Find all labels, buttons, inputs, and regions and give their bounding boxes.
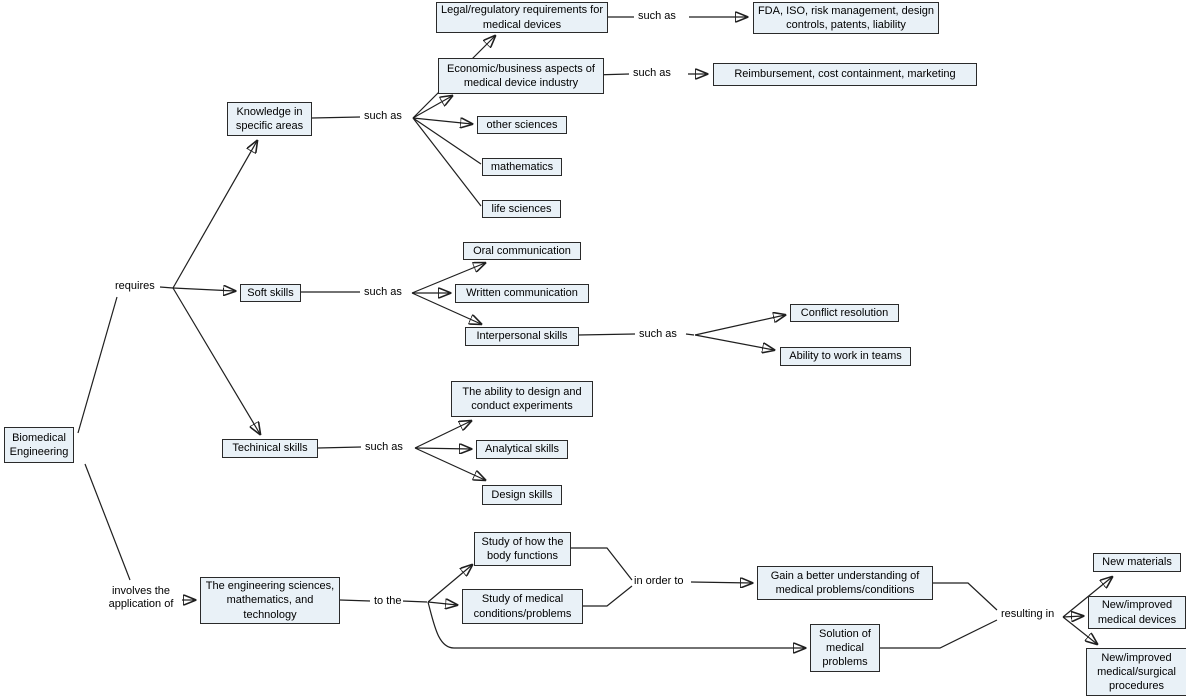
node-mathematics[interactable]: mathematics <box>482 158 562 176</box>
edge-label-such-as-interpersonal[interactable]: such as <box>638 328 678 342</box>
node-fda-iso-risk-management[interactable]: FDA, ISO, risk management, design contro… <box>753 2 939 34</box>
node-written-communication[interactable]: Written communication <box>455 284 589 303</box>
edge-label-such-as-knowledge[interactable]: such as <box>363 110 403 124</box>
node-technical-skills[interactable]: Techinical skills <box>222 439 318 458</box>
edge-label-resulting-in[interactable]: resulting in <box>1000 608 1056 622</box>
edge-label-such-as-soft[interactable]: such as <box>363 286 403 300</box>
node-knowledge-specific-areas[interactable]: Knowledge in specific areas <box>227 102 312 136</box>
edge-label-such-as-legal[interactable]: such as <box>637 10 677 24</box>
node-gain-better-understanding[interactable]: Gain a better understanding of medical p… <box>757 566 933 600</box>
node-new-improved-medical-devices[interactable]: New/improved medical devices <box>1088 596 1186 629</box>
node-solution-medical-problems[interactable]: Solution of medical problems <box>810 624 880 672</box>
node-life-sciences[interactable]: life sciences <box>482 200 561 218</box>
node-analytical-skills[interactable]: Analytical skills <box>476 440 568 459</box>
edge-label-such-as-technical[interactable]: such as <box>364 441 404 455</box>
node-new-improved-procedures[interactable]: New/improved medical/surgical procedures <box>1086 648 1186 696</box>
edge-label-to-the[interactable]: to the <box>373 595 403 609</box>
node-study-medical-conditions[interactable]: Study of medical conditions/problems <box>462 589 583 624</box>
node-legal-regulatory-requirements[interactable]: Legal/regulatory requirements for medica… <box>436 2 608 33</box>
node-reimbursement-marketing[interactable]: Reimbursement, cost containment, marketi… <box>713 63 977 86</box>
node-biomedical-engineering[interactable]: Biomedical Engineering <box>4 427 74 463</box>
node-soft-skills[interactable]: Soft skills <box>240 284 301 302</box>
node-economic-business-aspects[interactable]: Economic/business aspects of medical dev… <box>438 58 604 94</box>
node-ability-work-in-teams[interactable]: Ability to work in teams <box>780 347 911 366</box>
node-design-conduct-experiments[interactable]: The ability to design and conduct experi… <box>451 381 593 417</box>
edge-label-involves-application[interactable]: involves the application of <box>100 585 182 612</box>
node-design-skills[interactable]: Design skills <box>482 485 562 505</box>
node-study-body-functions[interactable]: Study of how the body functions <box>474 532 571 566</box>
node-engineering-sciences[interactable]: The engineering sciences, mathematics, a… <box>200 577 340 624</box>
edge-label-in-order-to[interactable]: in order to <box>633 575 685 589</box>
node-new-materials[interactable]: New materials <box>1093 553 1181 572</box>
edge-label-such-as-economic[interactable]: such as <box>632 67 672 81</box>
node-interpersonal-skills[interactable]: Interpersonal skills <box>465 327 579 346</box>
node-conflict-resolution[interactable]: Conflict resolution <box>790 304 899 322</box>
edges-arrows <box>172 17 1112 648</box>
node-other-sciences[interactable]: other sciences <box>477 116 567 134</box>
edge-label-requires[interactable]: requires <box>114 280 156 294</box>
node-oral-communication[interactable]: Oral communication <box>463 242 581 260</box>
